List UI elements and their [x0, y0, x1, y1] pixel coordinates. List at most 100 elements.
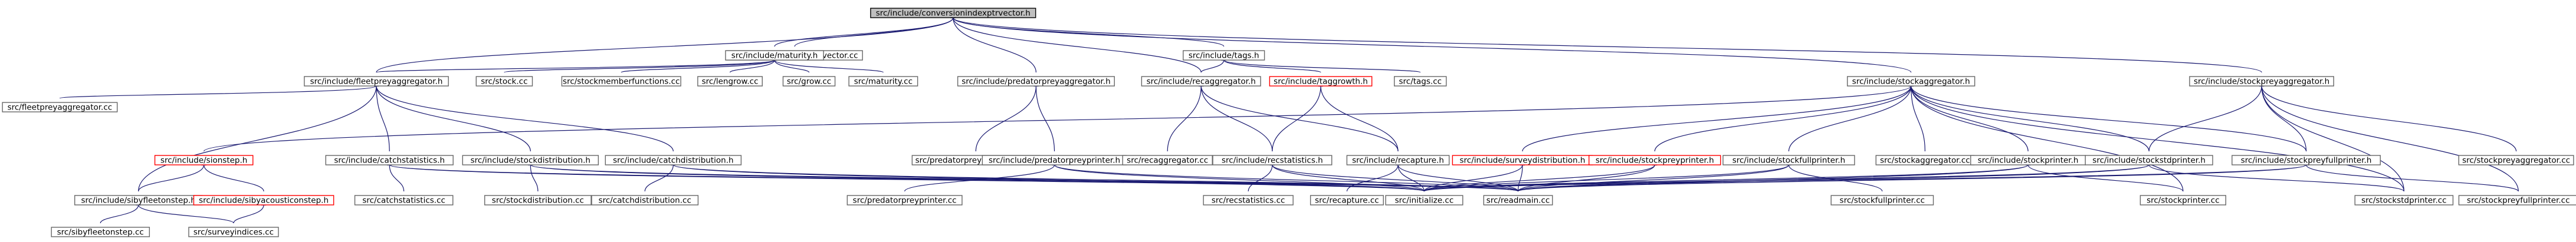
graph-node-readmain-cc[interactable]: src/readmain.cc — [1483, 195, 1553, 205]
dependency-edge — [772, 55, 810, 73]
graph-node-sibyfleetonstep-cc[interactable]: src/sibyfleetonstep.cc — [51, 227, 150, 237]
graph-node-recstat-cc[interactable]: src/recstatistics.cc — [1203, 195, 1294, 205]
graph-node-root[interactable]: src/include/conversionindexptrvector.h — [870, 8, 1036, 18]
graph-node-stockstdprinter-h[interactable]: src/include/stockstdprinter.h — [2085, 155, 2213, 165]
graph-node-sibyfleetonstep-h[interactable]: src/include/sibyfleetonstep.h — [74, 195, 203, 205]
dependency-edge — [201, 160, 264, 192]
graph-node-lengrow-cc[interactable]: src/lengrow.cc — [697, 76, 763, 87]
graph-node-stockagg-cc[interactable]: src/stockaggregator.cc — [1875, 155, 1975, 165]
graph-node-tags-h[interactable]: src/include/tags.h — [1183, 50, 1265, 61]
node-box — [2354, 195, 2454, 205]
dependency-edge — [1517, 160, 2152, 192]
dependency-edge — [621, 55, 777, 73]
node-label: src/include/sibyacousticonstep.h — [199, 196, 329, 205]
dependency-edge — [1269, 160, 1519, 192]
node-box — [325, 155, 454, 165]
graph-node-predpreyprinter-h[interactable]: src/include/predatorpreyprinter.h — [982, 155, 1127, 165]
graph-node-fleetpreyagg-cc[interactable]: src/fleetpreyaggregator.cc — [2, 102, 118, 112]
graph-node-recagg-cc[interactable]: src/recaggregator.cc — [1122, 155, 1213, 165]
node-label: src/include/catchdistribution.h — [613, 156, 733, 165]
node-box — [1722, 155, 1855, 165]
node-box — [1394, 76, 1447, 87]
node-label: src/include/stockdistribution.h — [471, 156, 590, 165]
dependency-edge — [136, 200, 234, 224]
dependency-edge — [2146, 160, 2404, 192]
graph-node-predpreyagg-h[interactable]: src/include/predatorpreyaggregator.h — [957, 76, 1115, 87]
graph-node-surveyindices-cc[interactable]: src/surveyindices.cc — [188, 227, 279, 237]
graph-node-grow-cc[interactable]: src/grow.cc — [782, 76, 836, 87]
node-label: src/include/sibyfleetonstep.h — [81, 196, 195, 205]
node-label: src/readmain.cc — [1486, 196, 1550, 205]
dependency-edge — [1272, 81, 1324, 152]
dependency-edge — [2025, 160, 2184, 192]
graph-node-catchstat-cc[interactable]: src/catchstatistics.cc — [354, 195, 454, 205]
graph-node-stockprinter-h[interactable]: src/include/stockprinter.h — [1970, 155, 2086, 165]
graph-node-maturity-cc[interactable]: src/maturity.cc — [848, 76, 918, 87]
graph-node-catchdist-cc[interactable]: src/catchdistribution.cc — [591, 195, 699, 205]
graph-node-catchstat-h[interactable]: src/include/catchstatistics.h — [325, 155, 454, 165]
graph-node-fleetpreyagg-h[interactable]: src/include/fleetpreyaggregator.h — [304, 76, 449, 87]
graph-node-stockprinter-cc[interactable]: src/stockprinter.cc — [2139, 195, 2226, 205]
dependency-edge — [1908, 81, 2307, 152]
node-label: src/surveyindices.cc — [193, 228, 274, 237]
dependency-edge — [904, 160, 1057, 192]
node-box — [1847, 76, 1976, 87]
node-box — [725, 50, 824, 61]
dependency-edge — [1199, 81, 1399, 152]
graph-node-sibyacoustic-h[interactable]: src/include/sibyacousticonstep.h — [193, 195, 334, 205]
node-label: src/include/conversionindexptrvector.h — [876, 9, 1031, 18]
dependency-edge — [1395, 160, 1425, 192]
graph-node-stockstdprinter-cc[interactable]: src/stockstdprinter.cc — [2354, 195, 2454, 205]
graph-node-stockfullprinter-h[interactable]: src/include/stockfullprinter.h — [1722, 155, 1855, 165]
node-label: src/include/recaggregator.h — [1147, 77, 1256, 87]
graph-node-stockdist-h[interactable]: src/include/stockdistribution.h — [462, 155, 599, 165]
graph-node-stockfullprinter-cc[interactable]: src/stockfullprinter.cc — [1830, 195, 1934, 205]
graph-node-stock-cc[interactable]: src/stock.cc — [475, 76, 533, 87]
dependency-edge — [1423, 160, 1791, 192]
node-box — [870, 8, 1036, 18]
node-box — [462, 155, 599, 165]
graph-node-sionstep-h[interactable]: src/include/sionstep.h — [154, 155, 254, 165]
nodes-layer: src/include/conversionindexptrvector.h sr… — [2, 8, 2576, 237]
node-label: src/include/sionstep.h — [160, 156, 247, 165]
graph-node-stockmember-cc[interactable]: src/stockmemberfunctions.cc — [561, 76, 681, 87]
graph-node-stockpreyprinter-h[interactable]: src/include/stockpreyprinter.h — [1589, 155, 1721, 165]
graph-node-stockpreyfullprinter-cc[interactable]: src/stockpreyfullprinter.cc — [2458, 195, 2576, 205]
dependency-edge — [950, 13, 1912, 73]
node-box — [2139, 195, 2226, 205]
graph-node-recstat-h[interactable]: src/include/recstatistics.h — [1212, 155, 1333, 165]
node-box — [605, 155, 742, 165]
graph-node-recapture-h[interactable]: src/include/recapture.h — [1346, 155, 1450, 165]
dependency-edge — [1033, 81, 1055, 152]
graph-node-recagg-h[interactable]: src/include/recaggregator.h — [1141, 76, 1261, 87]
graph-node-predpreyprinter-cc[interactable]: src/predatorpreyprinter.cc — [846, 195, 963, 205]
graph-node-stockpreyagg-h[interactable]: src/include/stockpreyaggregator.h — [2189, 76, 2334, 87]
dependency-edge — [373, 81, 674, 152]
graph-node-stockpreyfullprinter-h[interactable]: src/include/stockpreyfullprinter.h — [2232, 155, 2381, 165]
node-label: src/predatorpreyprinter.cc — [853, 196, 957, 205]
graph-node-recapture-cc[interactable]: src/recapture.cc — [1310, 195, 1384, 205]
graph-node-taggrowth-h[interactable]: src/include/taggrowth.h — [1269, 76, 1373, 87]
graph-node-initialize-cc[interactable]: src/initialize.cc — [1385, 195, 1463, 205]
dependency-edge — [729, 55, 777, 73]
dependency-edge — [1318, 81, 1399, 152]
dependency-edge — [1199, 81, 1273, 152]
dependency-edge — [233, 200, 267, 224]
node-label: src/catchstatistics.cc — [362, 196, 445, 205]
dependency-edge — [644, 160, 676, 192]
node-label: src/include/recapture.h — [1352, 156, 1444, 165]
node-label: src/include/surveydistribution.h — [1460, 156, 1586, 165]
dependency-edge — [1517, 160, 1791, 192]
graph-node-stockagg-h[interactable]: src/include/stockaggregator.h — [1847, 76, 1976, 87]
graph-node-tags-cc[interactable]: src/tags.cc — [1394, 76, 1447, 87]
graph-node-stockdist-cc[interactable]: src/stockdistribution.cc — [484, 195, 592, 205]
dependency-edge — [1908, 81, 2404, 192]
dependency-edge — [671, 160, 1425, 192]
graph-node-maturity-h[interactable]: src/include/maturity.h — [725, 50, 824, 61]
node-label: src/maturity.cc — [854, 77, 913, 87]
graph-node-catchdist-h[interactable]: src/include/catchdistribution.h — [605, 155, 742, 165]
dependency-edge — [1167, 81, 1204, 152]
graph-node-surveydist-h[interactable]: src/include/surveydistribution.h — [1452, 155, 1593, 165]
dependency-edge — [373, 81, 390, 152]
graph-node-stockpreyagg-cc[interactable]: src/stockpreyaggregator.cc — [2458, 155, 2574, 165]
